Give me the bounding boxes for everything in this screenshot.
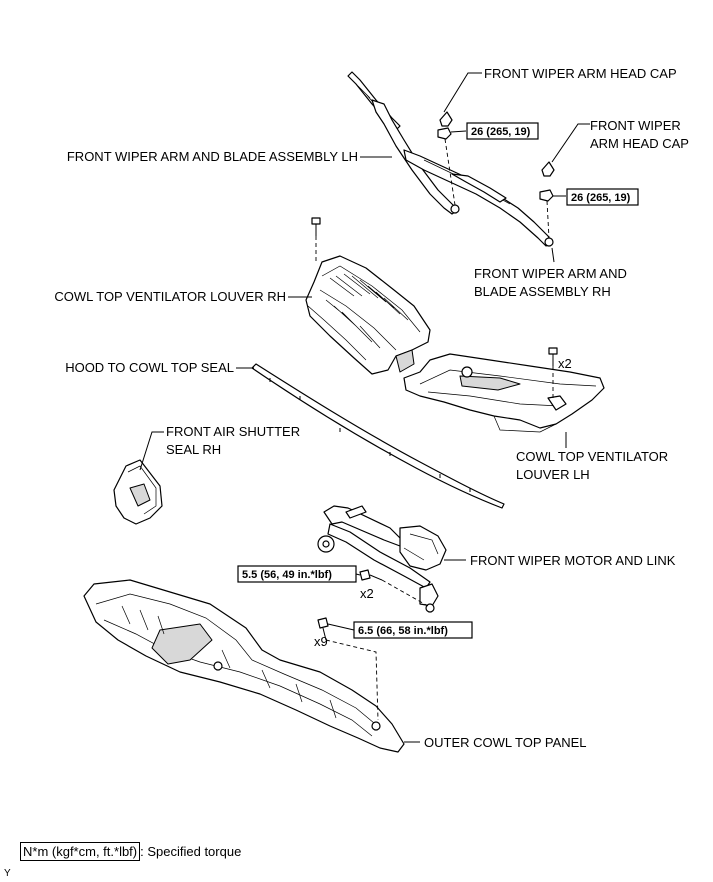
torque-nut1: 26 (265, 19) <box>471 126 531 138</box>
label-louver-lh-line1: COWL TOP VENTILATOR <box>516 449 668 464</box>
outer-cowl-top-panel <box>83 579 405 753</box>
label-seal: HOOD TO COWL TOP SEAL <box>65 360 234 375</box>
label-arm-rh-line2: BLADE ASSEMBLY RH <box>474 284 611 299</box>
air-shutter-seal-rh <box>113 459 163 525</box>
wiper-arm-rh <box>403 149 554 247</box>
clip-louver-rh <box>311 217 321 236</box>
label-shutter-line2: SEAL RH <box>166 442 221 457</box>
panel-bolt <box>317 617 329 641</box>
qty-louver-clip: x2 <box>558 356 572 371</box>
torque-box-nut1: 26 (265, 19) <box>466 122 539 140</box>
nut-1 <box>437 127 452 140</box>
torque-panel-bolt: 6.5 (66, 58 in.*lbf) <box>358 625 448 637</box>
head-cap-2 <box>541 161 555 177</box>
label-louver-rh: COWL TOP VENTILATOR LOUVER RH <box>54 289 286 304</box>
motor-bolt <box>359 569 383 581</box>
torque-legend: N*m (kgf*cm, ft.*lbf): Specified torque <box>20 842 241 861</box>
torque-box-panel: 6.5 (66, 58 in.*lbf) <box>353 621 473 639</box>
cowl-louver-rh <box>305 255 431 375</box>
label-motor: FRONT WIPER MOTOR AND LINK <box>470 553 676 568</box>
wiper-motor-link <box>317 505 447 613</box>
label-head-cap-1: FRONT WIPER ARM HEAD CAP <box>484 66 677 81</box>
nut-2 <box>539 189 554 202</box>
qty-panel-bolt: x9 <box>314 634 328 649</box>
head-cap-1 <box>439 111 453 127</box>
label-arm-rh-line1: FRONT WIPER ARM AND <box>474 266 627 281</box>
label-arm-lh: FRONT WIPER ARM AND BLADE ASSEMBLY LH <box>67 149 358 164</box>
label-head-cap-2-line1: FRONT WIPER <box>590 118 681 133</box>
clip-louver-lh <box>548 347 558 366</box>
torque-motor-bolt: 5.5 (56, 49 in.*lbf) <box>242 569 332 581</box>
hood-to-cowl-seal <box>251 363 505 509</box>
legend-unit-box: N*m (kgf*cm, ft.*lbf) <box>20 842 141 861</box>
cowl-louver-lh <box>403 353 605 433</box>
label-head-cap-2-line2: ARM HEAD CAP <box>590 136 689 151</box>
wiper-arm-lh <box>347 71 460 215</box>
torque-box-nut2: 26 (265, 19) <box>566 188 639 206</box>
label-shutter-line1: FRONT AIR SHUTTER <box>166 424 300 439</box>
label-louver-lh-line2: LOUVER LH <box>516 467 590 482</box>
qty-motor-bolt: x2 <box>360 586 374 601</box>
legend-description: : Specified torque <box>140 844 242 859</box>
torque-nut2: 26 (265, 19) <box>571 192 631 204</box>
corner-mark: Y <box>4 868 11 879</box>
label-outer-panel: OUTER COWL TOP PANEL <box>424 735 587 750</box>
torque-box-motor: 5.5 (56, 49 in.*lbf) <box>237 565 357 583</box>
